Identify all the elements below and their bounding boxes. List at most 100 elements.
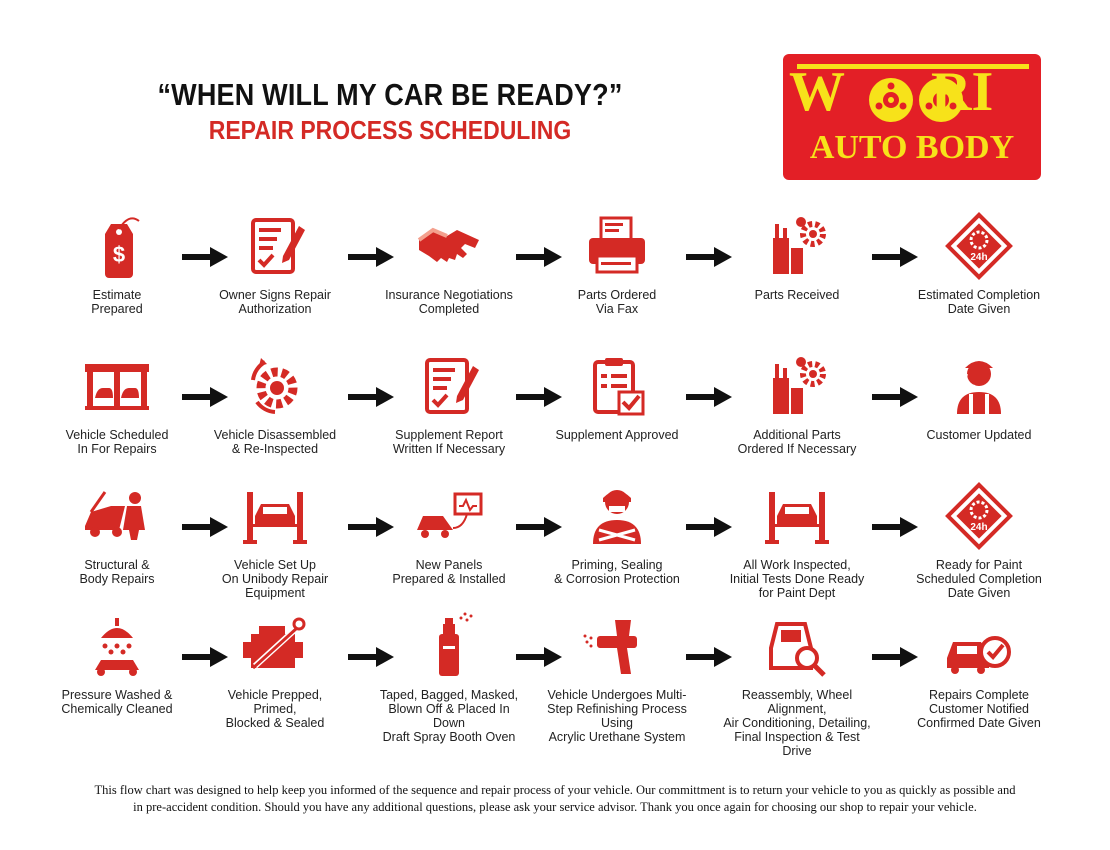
process-step: Priming, Sealing & Corrosion Protection bbox=[542, 480, 692, 586]
step-label: Pressure Washed & Chemically Cleaned bbox=[61, 688, 173, 716]
process-row-1: $ Estimate Prepared Owner Signs Repair Aut… bbox=[0, 210, 1110, 340]
process-step: All Work Inspected, Initial Tests Done R… bbox=[722, 480, 872, 600]
price-tag-icon: $ bbox=[105, 217, 140, 278]
service-agent-icon bbox=[957, 361, 1001, 414]
24h-service-icon: 24h bbox=[945, 482, 1013, 550]
svg-text:24h: 24h bbox=[970, 522, 987, 533]
step-label: Reassembly, Wheel Alignment, Air Conditi… bbox=[723, 688, 871, 758]
flow-arrow-icon bbox=[348, 517, 394, 537]
process-step: Vehicle Set Up On Unibody Repair Equipme… bbox=[200, 480, 350, 600]
logo-letter-w: W bbox=[789, 61, 845, 123]
flow-arrow-icon bbox=[686, 387, 732, 407]
fax-machine-icon bbox=[589, 216, 645, 274]
process-step: Taped, Bagged, Masked, Blown Off & Place… bbox=[374, 610, 524, 744]
step-label: Parts Received bbox=[754, 288, 840, 302]
process-step: Insurance Negotiations Completed bbox=[374, 210, 524, 316]
step-label: Vehicle Prepped, Primed, Blocked & Seale… bbox=[225, 688, 325, 730]
step-label: Estimated Completion Date Given bbox=[917, 288, 1041, 316]
logo-wheels-icon bbox=[797, 64, 1029, 122]
flow-arrow-icon bbox=[872, 517, 918, 537]
process-step: Vehicle Undergoes Multi- Step Refinishin… bbox=[542, 610, 692, 744]
svg-text:24h: 24h bbox=[970, 252, 987, 263]
page-header: “WHEN WILL MY CAR BE READY?” REPAIR PROC… bbox=[110, 78, 670, 145]
page-title: “WHEN WILL MY CAR BE READY?” bbox=[157, 78, 623, 112]
signed-document-icon bbox=[425, 358, 479, 414]
flow-arrow-icon bbox=[872, 247, 918, 267]
step-label: Supplement Report Written If Necessary bbox=[392, 428, 506, 456]
signed-document-icon bbox=[251, 218, 305, 274]
footer-note: This flow chart was designed to help kee… bbox=[94, 783, 1016, 814]
step-label: Estimate Prepared bbox=[91, 288, 143, 316]
flow-arrow-icon bbox=[872, 647, 918, 667]
step-label: Owner Signs Repair Authorization bbox=[219, 288, 331, 316]
step-label: Insurance Negotiations Completed bbox=[385, 288, 513, 316]
step-label: Customer Updated bbox=[926, 428, 1032, 442]
garage-icon bbox=[85, 364, 149, 410]
flow-arrow-icon bbox=[516, 647, 562, 667]
step-label: New Panels Prepared & Installed bbox=[392, 558, 506, 586]
logo-auto-body: AUTO BODY bbox=[809, 129, 1015, 166]
24h-service-icon: 24h bbox=[945, 212, 1013, 280]
process-row-2: Vehicle Scheduled In For Repairs Vehicle … bbox=[0, 350, 1110, 480]
flow-arrow-icon bbox=[182, 387, 228, 407]
process-step: Parts Ordered Via Fax bbox=[542, 210, 692, 316]
step-label: Taped, Bagged, Masked, Blown Off & Place… bbox=[379, 688, 519, 744]
car-lift-icon bbox=[243, 492, 307, 544]
step-label: Vehicle Set Up On Unibody Repair Equipme… bbox=[221, 558, 329, 600]
step-label: Supplement Approved bbox=[555, 428, 679, 442]
process-step: Supplement Approved bbox=[542, 350, 692, 442]
step-label: Priming, Sealing & Corrosion Protection bbox=[554, 558, 680, 586]
step-label: All Work Inspected, Initial Tests Done R… bbox=[729, 558, 865, 600]
process-step: Owner Signs Repair Authorization bbox=[200, 210, 350, 316]
engine-wrench-icon bbox=[243, 617, 306, 670]
process-step: Supplement Report Written If Necessary bbox=[374, 350, 524, 456]
step-label: Ready for Paint Scheduled Completion Dat… bbox=[916, 558, 1042, 600]
parts-gears-icon bbox=[773, 217, 826, 274]
parts-gears-icon bbox=[773, 357, 826, 414]
svg-text:$: $ bbox=[113, 242, 125, 267]
step-label: Vehicle Scheduled In For Repairs bbox=[65, 428, 169, 456]
clipboard-check-icon bbox=[593, 358, 645, 416]
woori-logo: W RI AUTO BODY bbox=[783, 54, 1041, 180]
flow-arrow-icon bbox=[348, 647, 394, 667]
step-label: Structural & Body Repairs bbox=[79, 558, 155, 586]
process-step: Repairs Complete Customer Notified Confi… bbox=[904, 610, 1054, 730]
process-step: Parts Received bbox=[722, 210, 872, 302]
spray-can-icon bbox=[439, 612, 473, 676]
car-lift-icon bbox=[765, 492, 829, 544]
process-step: Vehicle Scheduled In For Repairs bbox=[42, 350, 192, 456]
flow-arrow-icon bbox=[686, 517, 732, 537]
step-label: Vehicle Disassembled & Re-Inspected bbox=[213, 428, 337, 456]
flow-arrow-icon bbox=[348, 247, 394, 267]
flow-arrow-icon bbox=[182, 647, 228, 667]
process-row-3: Structural & Body Repairs Vehicle Set Up … bbox=[0, 480, 1110, 610]
flow-arrow-icon bbox=[686, 647, 732, 667]
car-checkmark-icon bbox=[947, 636, 1011, 674]
process-step: Vehicle Disassembled & Re-Inspected bbox=[200, 350, 350, 456]
handshake-icon bbox=[417, 227, 479, 262]
spray-gun-icon bbox=[583, 620, 637, 674]
gear-cycle-icon bbox=[251, 358, 298, 414]
step-label: Vehicle Undergoes Multi- Step Refinishin… bbox=[547, 688, 687, 744]
step-label: Additional Parts Ordered If Necessary bbox=[737, 428, 857, 456]
mechanic-wrenches-icon bbox=[593, 490, 641, 544]
flow-arrow-icon bbox=[686, 247, 732, 267]
flow-arrow-icon bbox=[182, 247, 228, 267]
car-magnifier-icon bbox=[769, 622, 826, 677]
flow-arrow-icon bbox=[182, 517, 228, 537]
process-step: Reassembly, Wheel Alignment, Air Conditi… bbox=[722, 610, 872, 758]
process-step: Additional Parts Ordered If Necessary bbox=[722, 350, 872, 456]
process-step: Structural & Body Repairs bbox=[42, 480, 192, 586]
mechanic-car-icon bbox=[85, 491, 145, 540]
step-label: Parts Ordered Via Fax bbox=[577, 288, 657, 316]
diagnostic-car-icon bbox=[417, 492, 483, 538]
flow-arrow-icon bbox=[516, 247, 562, 267]
process-step: Customer Updated bbox=[904, 350, 1054, 442]
flow-arrow-icon bbox=[348, 387, 394, 407]
step-label: Repairs Complete Customer Notified Confi… bbox=[917, 688, 1041, 730]
flow-arrow-icon bbox=[872, 387, 918, 407]
process-step: $ Estimate Prepared bbox=[42, 210, 192, 316]
page-subtitle: REPAIR PROCESS SCHEDULING bbox=[208, 115, 572, 145]
